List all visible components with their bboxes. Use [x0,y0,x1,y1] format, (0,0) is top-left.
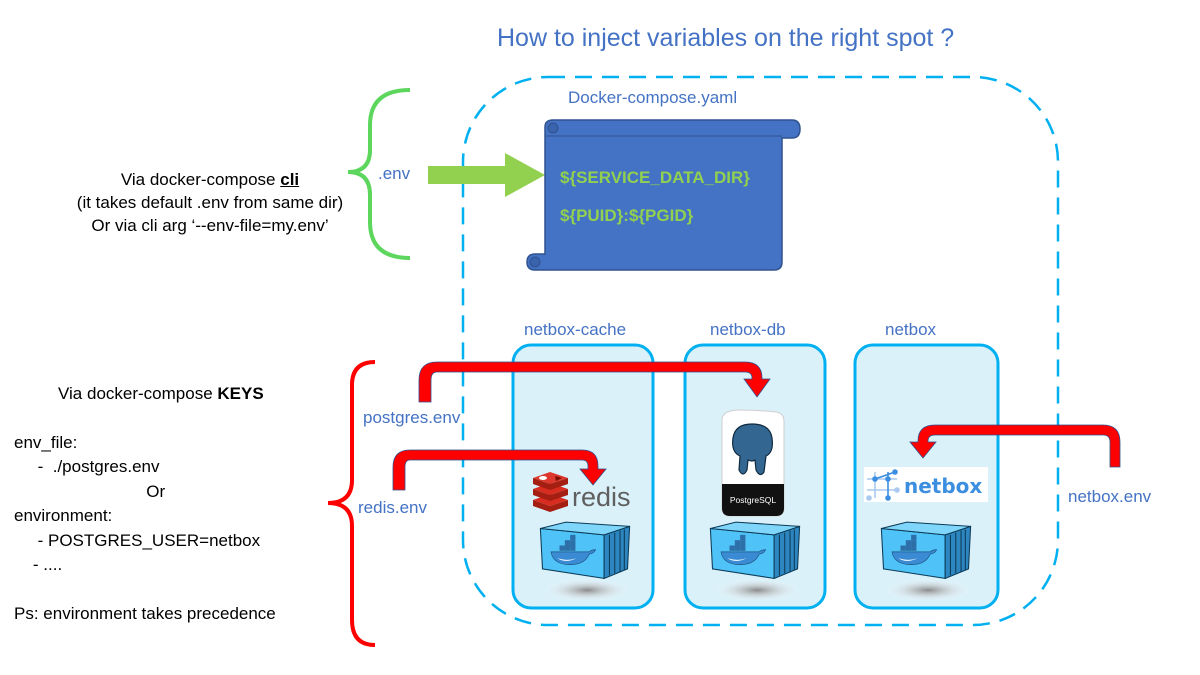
cli-line-3: Or via cli arg ‘--env-file=my.env’ [91,216,329,235]
compose-file-label: Docker-compose.yaml [568,88,738,107]
service-label-netbox-cache: netbox-cache [524,320,627,339]
redis-env-arrow-icon [392,449,607,491]
netbox-logo-icon [866,469,900,501]
keys-line [14,578,276,602]
keys-line: Or [14,481,166,501]
postgres-env-arrow-icon [418,361,771,403]
compose-file-scroll-icon [526,119,801,271]
cli-line-1: Via docker-compose cli [120,170,300,189]
docker-container-icon [709,521,803,603]
env-arrow-icon [428,153,545,197]
netbox-logo-bg [864,467,988,502]
keys-brace-icon [327,360,376,647]
cli-line-2: (it takes default .env from same dir) [76,193,344,212]
postgres-env-label: postgres.env [363,408,461,427]
netbox-logo-text: netbox [904,474,982,498]
cli-brace-icon [347,88,411,260]
compose-project-boundary [461,75,1060,627]
env-file-label: .env [378,164,411,183]
postgresql-logo-text: PostgreSQL [730,495,777,505]
docker-container-icon [880,521,974,603]
keys-line: - POSTGRES_USER=netbox [14,530,261,550]
redis-env-label: redis.env [358,498,427,517]
netbox-env-arrow-icon [909,424,1121,468]
docker-container-icon [539,521,633,603]
compose-var-service-data-dir: ${SERVICE_DATA_DIR} [560,168,750,187]
diagram-title: How to inject variables on the right spo… [497,24,955,52]
cli-description: Via docker-compose cli (it takes default… [40,168,380,237]
netbox-env-label: netbox.env [1068,487,1152,506]
service-label-netbox: netbox [885,320,937,339]
compose-var-puid-pgid: ${PUID}:${PGID} [560,206,694,225]
keys-line: - ./postgres.env [14,457,160,476]
cli-emphasis: cli [280,170,300,189]
keys-line: env_file: [14,432,78,452]
postgresql-logo-icon [721,409,785,517]
keys-note: Ps: environment takes precedence [14,603,276,623]
service-label-netbox-db: netbox-db [710,320,786,339]
keys-line: environment: [14,506,113,525]
keys-line: - .... [14,555,63,574]
keys-description: Via docker-compose KEYS env_file: - ./po… [14,382,276,626]
redis-logo-text: redis [572,482,631,512]
keys-heading: Via docker-compose KEYS [58,384,264,403]
redis-logo-icon [533,472,568,512]
